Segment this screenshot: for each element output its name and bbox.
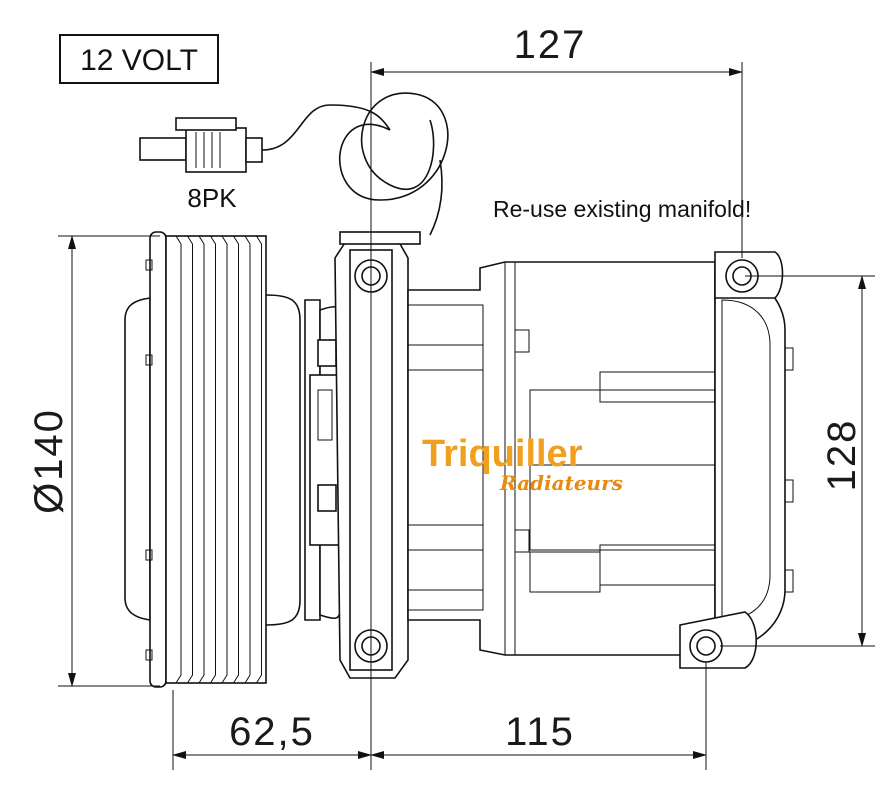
dimension-height: 128 xyxy=(720,275,875,647)
dimension-bottom-width: 115 xyxy=(370,662,707,770)
dimension-bottom-width-label: 115 xyxy=(505,710,575,754)
dimension-top-width: 127 xyxy=(370,23,743,770)
manifold-note: Re-use existing manifold! xyxy=(493,196,751,222)
pulley-groove xyxy=(221,235,228,684)
pulley-groove xyxy=(210,235,216,684)
dimension-diameter: Ø140 xyxy=(27,235,160,687)
wire-coil xyxy=(338,92,449,236)
pulley-groove xyxy=(198,235,205,684)
pulley-groove xyxy=(256,235,262,684)
dimension-height-label: 128 xyxy=(820,419,864,492)
dimension-diameter-label: Ø140 xyxy=(27,408,71,514)
watermark-line2: Radiateurs xyxy=(499,471,623,495)
voltage-label: 12 VOLT xyxy=(80,44,198,77)
pulley-groove xyxy=(175,235,182,684)
watermark-line1: Triquiller xyxy=(422,433,583,475)
voltage-box: 12 VOLT xyxy=(59,34,219,84)
pulley-groove xyxy=(233,235,239,684)
pulley xyxy=(124,231,301,688)
connector-icon xyxy=(139,104,391,173)
pulley-groove xyxy=(244,235,251,684)
dimension-pulley-offset: 62,5 xyxy=(172,690,372,770)
connector-label: 8PK xyxy=(187,183,237,213)
pulley-groove xyxy=(187,235,193,684)
dimension-top-width-label: 127 xyxy=(514,23,587,67)
watermark-logo: Triquiller Radiateurs xyxy=(422,433,623,495)
rear-cover xyxy=(679,251,794,669)
compressor-body xyxy=(407,261,716,656)
front-housing xyxy=(304,299,341,621)
dimension-pulley-offset-label: 62,5 xyxy=(229,710,315,754)
